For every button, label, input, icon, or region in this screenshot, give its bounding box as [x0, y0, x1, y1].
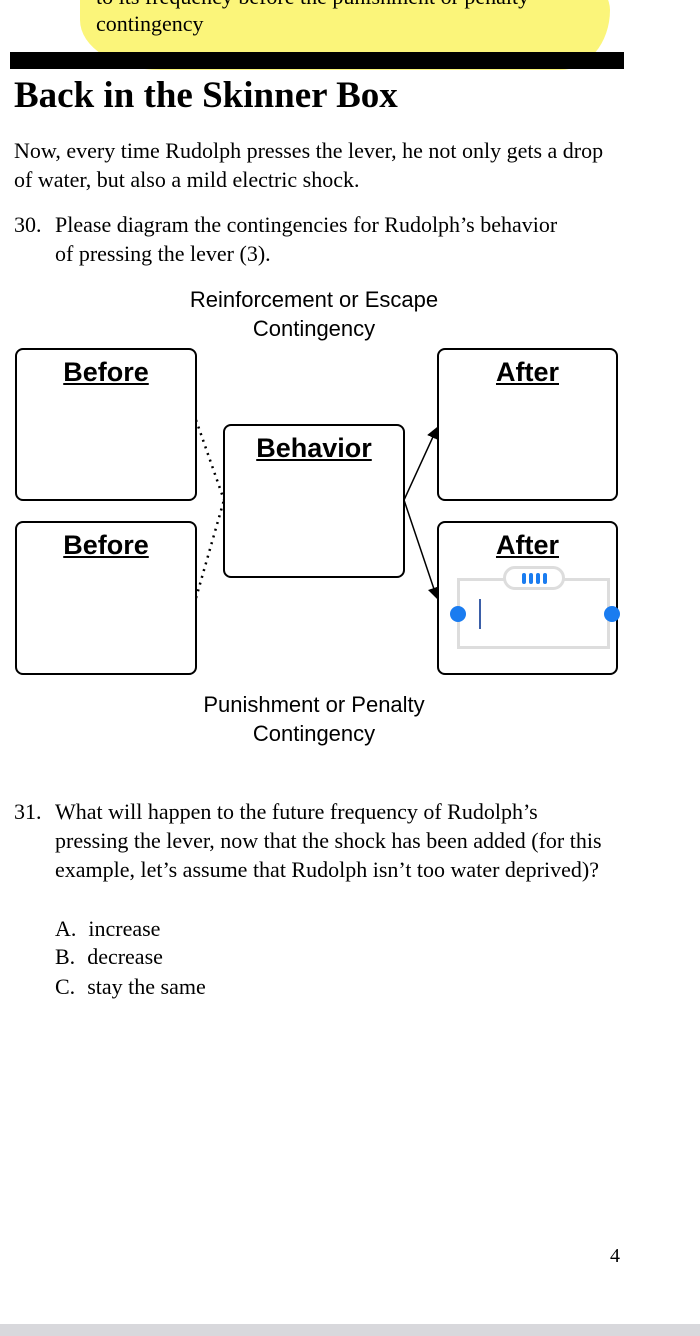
resize-handle-left[interactable]	[450, 606, 466, 622]
option-letter: A.	[55, 916, 77, 941]
resize-handle-right[interactable]	[604, 606, 620, 622]
after-box-bottom[interactable]: After	[437, 521, 618, 675]
diagram-connectors	[194, 419, 440, 600]
before-label: Before	[63, 357, 149, 387]
intro-text: Now, every time Rudolph presses the leve…	[14, 138, 604, 192]
dotted-line-bottom	[194, 499, 226, 599]
option-a[interactable]: A. increase	[55, 914, 160, 943]
before-box-bottom[interactable]: Before	[15, 521, 197, 675]
q31-text: What will happen to the future frequency…	[55, 799, 602, 882]
punishment-label: Punishment or Penalty Contingency	[203, 692, 425, 746]
option-text: decrease	[87, 944, 163, 969]
option-letter: B.	[55, 944, 76, 969]
behavior-box[interactable]: Behavior	[223, 424, 405, 578]
option-letter: C.	[55, 974, 76, 999]
after-label: After	[495, 530, 559, 560]
section-title: Back in the Skinner Box	[14, 75, 398, 116]
before-label: Before	[63, 530, 149, 560]
q31-number: 31.	[14, 799, 42, 824]
text-cursor	[479, 599, 481, 629]
before-box-top[interactable]: Before	[15, 348, 197, 501]
previous-cut-line: to its frequency before the punishment o…	[96, 0, 529, 11]
previous-last-line: contingency	[96, 11, 204, 36]
grip-icon	[521, 572, 526, 584]
reinforcement-label: Reinforcement or Escape Contingency	[189, 287, 439, 341]
dotted-line-top	[194, 419, 226, 501]
option-c[interactable]: C. stay the same	[55, 972, 206, 1001]
q30-text: Please diagram the contingencies for Rud…	[55, 212, 558, 266]
page-number: 4	[610, 1245, 620, 1267]
after-box-top[interactable]: After	[437, 348, 618, 501]
option-text: stay the same	[87, 974, 206, 999]
arrow-to-after-top	[403, 426, 439, 501]
page-bottom-bar	[0, 1324, 700, 1336]
after-label: After	[495, 357, 559, 387]
behavior-label: Behavior	[256, 433, 372, 463]
section-divider	[10, 52, 624, 69]
arrow-to-after-bottom	[403, 499, 440, 600]
option-b[interactable]: B. decrease	[55, 942, 163, 971]
option-text: increase	[88, 916, 161, 941]
q30-number: 30.	[14, 212, 42, 237]
drag-handle[interactable]	[503, 566, 565, 590]
